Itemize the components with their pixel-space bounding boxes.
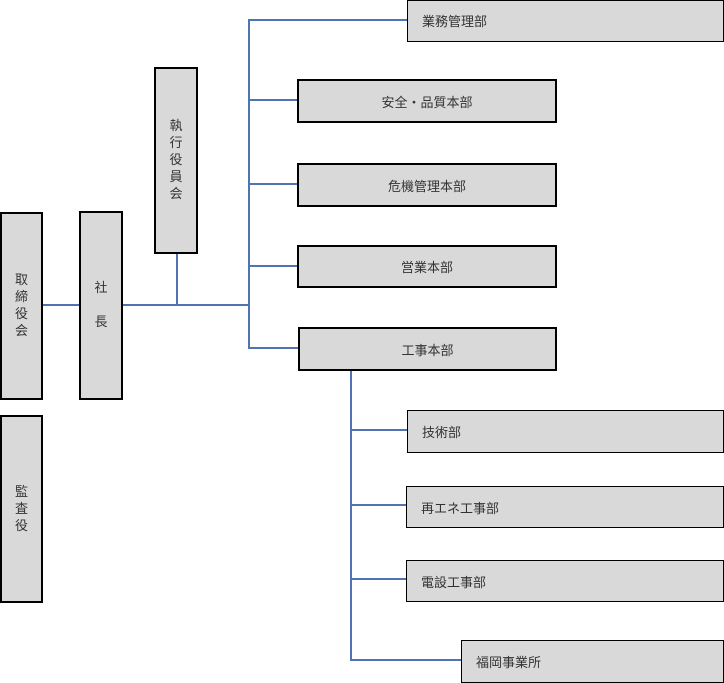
auditor-char: 監	[14, 484, 28, 500]
connector-sub-1	[350, 504, 407, 506]
executive-committee-box: 執 行 役 員 会	[154, 67, 198, 254]
dept-label: 営業本部	[400, 261, 453, 276]
board-char: 役	[14, 307, 28, 322]
sub-label: 再エネ工事部	[421, 502, 500, 517]
auditor-box: 監 査 役	[0, 415, 43, 603]
sub-label: 電設工事部	[421, 576, 487, 591]
dept-label: 危機管理本部	[387, 179, 466, 195]
exec-char: 役	[169, 153, 183, 168]
sub-label: 福岡事業所	[476, 656, 542, 671]
sub-technical: 技術部	[407, 410, 724, 453]
dept-safety-quality: 安全・品質本部	[297, 79, 557, 123]
exec-char: 員	[169, 170, 183, 185]
connector-executive-committee	[176, 253, 178, 305]
connector-dept-4	[248, 347, 299, 349]
board-char: 取	[14, 273, 28, 288]
auditor-char: 役	[14, 518, 28, 534]
connector-sub-3	[350, 659, 462, 661]
dept-construction: 工事本部	[298, 327, 557, 371]
dept-label: 安全・品質本部	[381, 95, 473, 111]
dept-label: 工事本部	[401, 343, 454, 359]
dept-business-management: 業務管理部	[407, 0, 724, 42]
sub-fukuoka-office: 福岡事業所	[461, 640, 724, 683]
president-box: 社 長	[79, 211, 123, 400]
dept-label: 業務管理部	[422, 15, 488, 30]
connector-dept-2	[248, 183, 298, 185]
connector-board-president	[41, 304, 81, 306]
board-char: 締	[14, 290, 28, 305]
dept-sales: 営業本部	[297, 245, 557, 288]
exec-char: 会	[169, 187, 183, 202]
president-char: 社	[94, 281, 108, 296]
exec-char: 執	[169, 119, 183, 134]
board-of-directors-box: 取 締 役 会	[0, 212, 43, 400]
president-char: 長	[94, 315, 108, 330]
connector-dept-0	[248, 19, 408, 21]
exec-char: 行	[169, 136, 183, 151]
connector-sub-2	[350, 578, 407, 580]
connector-sub-0	[350, 429, 408, 431]
connector-dept-1	[248, 99, 298, 101]
board-char: 会	[14, 324, 28, 339]
connector-president-trunk	[121, 304, 250, 306]
auditor-char: 査	[14, 501, 28, 517]
sub-electrical: 電設工事部	[406, 560, 724, 602]
connector-dept-3	[248, 265, 298, 267]
dept-crisis-management: 危機管理本部	[297, 163, 557, 207]
connector-construction-trunk	[350, 369, 352, 661]
sub-label: 技術部	[422, 426, 462, 441]
sub-renewable-energy: 再エネ工事部	[406, 486, 724, 528]
